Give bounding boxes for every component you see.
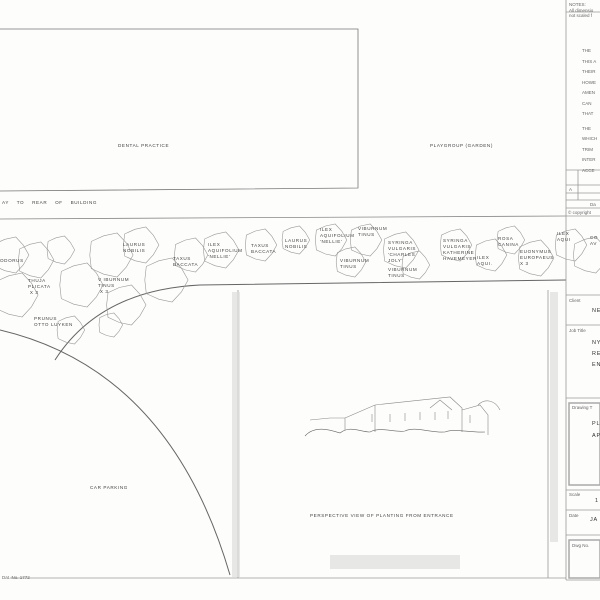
plant-label: PRUNUS OTTO LUYKEN xyxy=(34,316,73,327)
shrub-symbol xyxy=(439,228,473,262)
note-line: CAN xyxy=(582,100,592,106)
plant-label: V IBURNUM TINUS X 3 xyxy=(98,277,130,294)
notes-subtext: All dimensio not scaled f xyxy=(569,8,594,18)
title-block-lines xyxy=(565,0,600,581)
shrub-symbol xyxy=(554,228,588,262)
note-line: THEIR xyxy=(582,69,596,74)
client-value: NE xyxy=(592,308,600,314)
note-line: HOWE xyxy=(582,79,596,85)
shrub-symbol xyxy=(174,237,209,273)
plant-label: EUONYMUS EUROPAEUS X 3 xyxy=(520,249,554,266)
shrub-symbols xyxy=(0,223,600,345)
shrub-symbol xyxy=(123,226,160,264)
shrub-symbol xyxy=(244,228,278,262)
car-park-arc xyxy=(0,329,231,576)
revision-letter: A xyxy=(569,187,573,192)
plant-label: ILEX AQUI xyxy=(557,231,571,242)
dwg-no-label: Dwg No. xyxy=(572,543,590,548)
plant-label: ILEX AQUIFOLIUM 'NELLIE' xyxy=(208,242,243,259)
shrub-symbol xyxy=(59,262,104,308)
shrub-symbol xyxy=(106,284,147,326)
plant-label: TAXUS BACCATA xyxy=(173,256,199,267)
plant-label: LAURUS NOBILIS xyxy=(123,242,146,253)
shrub-symbol xyxy=(281,225,311,255)
plant-label: SYRINGA VULGARIS KATHERINE HAVEMEYER xyxy=(443,238,477,261)
scale-label: Scale xyxy=(569,492,581,497)
date-column-header: Da xyxy=(590,202,596,207)
plant-label: ILEX AQUI. xyxy=(477,255,493,266)
dwg-no-box xyxy=(568,539,600,579)
shrub-symbol xyxy=(0,236,30,274)
plant-label: LAURUS NOBILIS xyxy=(285,238,308,249)
note-line: THE xyxy=(582,48,591,53)
shrub-symbol xyxy=(56,315,86,345)
job-title-value: NY RE EN xyxy=(592,340,600,368)
shrub-symbol xyxy=(203,231,240,269)
plant-label: SYRINGA VULGARIS 'CHARLES JOLY' xyxy=(388,240,417,263)
note-line: WHICH xyxy=(582,136,598,141)
date-value: JA xyxy=(590,517,599,523)
scan-shading xyxy=(232,292,558,577)
note-line: THAT xyxy=(582,111,594,116)
plant-label: ODORUS xyxy=(0,258,24,263)
shrub-symbol xyxy=(496,225,526,255)
scale-value: 1 xyxy=(595,498,599,504)
notes-label: NOTES: xyxy=(569,2,586,7)
plant-label: VIBURNUM TINUS xyxy=(340,258,370,269)
plant-label: ROSA CANINA xyxy=(498,236,519,247)
note-line: TRIM xyxy=(582,146,593,152)
drawing-title-value: PL AP xyxy=(592,421,600,439)
dental-practice-label: DENTAL PRACTICE xyxy=(118,143,170,148)
shrub-symbol xyxy=(89,232,134,278)
shrub-symbol xyxy=(18,241,55,279)
shrub-symbol xyxy=(349,223,383,257)
plant-label: CO AV xyxy=(590,235,599,246)
dental-practice-outline xyxy=(0,28,359,192)
building-perspective-sketch xyxy=(304,396,501,437)
car-parking-label: CAR PARKING xyxy=(90,485,128,490)
shrub-symbol xyxy=(0,272,39,318)
date-label: Date xyxy=(569,513,579,518)
plant-label: THUJA PLICATA X 3 xyxy=(28,278,51,295)
perspective-caption: PERSPECTIVE VIEW OF PLANTING FROM ENTRAN… xyxy=(310,513,454,518)
shrub-symbol xyxy=(383,231,420,269)
note-line: THIS A xyxy=(582,58,597,64)
job-title-label: Job Title xyxy=(569,328,586,333)
access-label: AY TO REAR OF BUILDING xyxy=(2,200,98,205)
shrub-symbol xyxy=(98,312,123,338)
planting-bed-edge xyxy=(54,279,567,361)
plant-label: TAXUS BACCATA xyxy=(251,243,277,254)
copyright-text: © copyright xyxy=(568,210,591,215)
note-line: ACCE xyxy=(582,167,595,173)
plant-label: ILEX AQUIFOLIUM 'NELLIE' xyxy=(320,227,355,244)
footer-reference: Dat. No. 1772 xyxy=(2,575,30,580)
shrub-symbol xyxy=(518,239,555,277)
perspective-frame xyxy=(10,290,566,579)
client-label: Client xyxy=(569,298,581,303)
note-line: AMEN xyxy=(582,90,596,95)
shrub-symbol xyxy=(573,236,600,274)
playgroup-garden-label: PLAYGROUP (GARDEN) xyxy=(430,143,493,148)
plant-label: VIBURNUM TINUS xyxy=(358,226,388,237)
drawing-title-box xyxy=(568,402,600,486)
shrub-symbol xyxy=(401,250,431,280)
note-line: INTER xyxy=(582,157,596,162)
path-edge-top xyxy=(0,215,567,220)
shrub-symbol xyxy=(335,246,367,278)
drawing-title-label: Drawing T xyxy=(572,405,593,410)
shrub-symbol xyxy=(46,235,76,265)
note-line: THE xyxy=(582,125,591,131)
plant-label: VIBURNUM TINUS xyxy=(388,267,418,278)
